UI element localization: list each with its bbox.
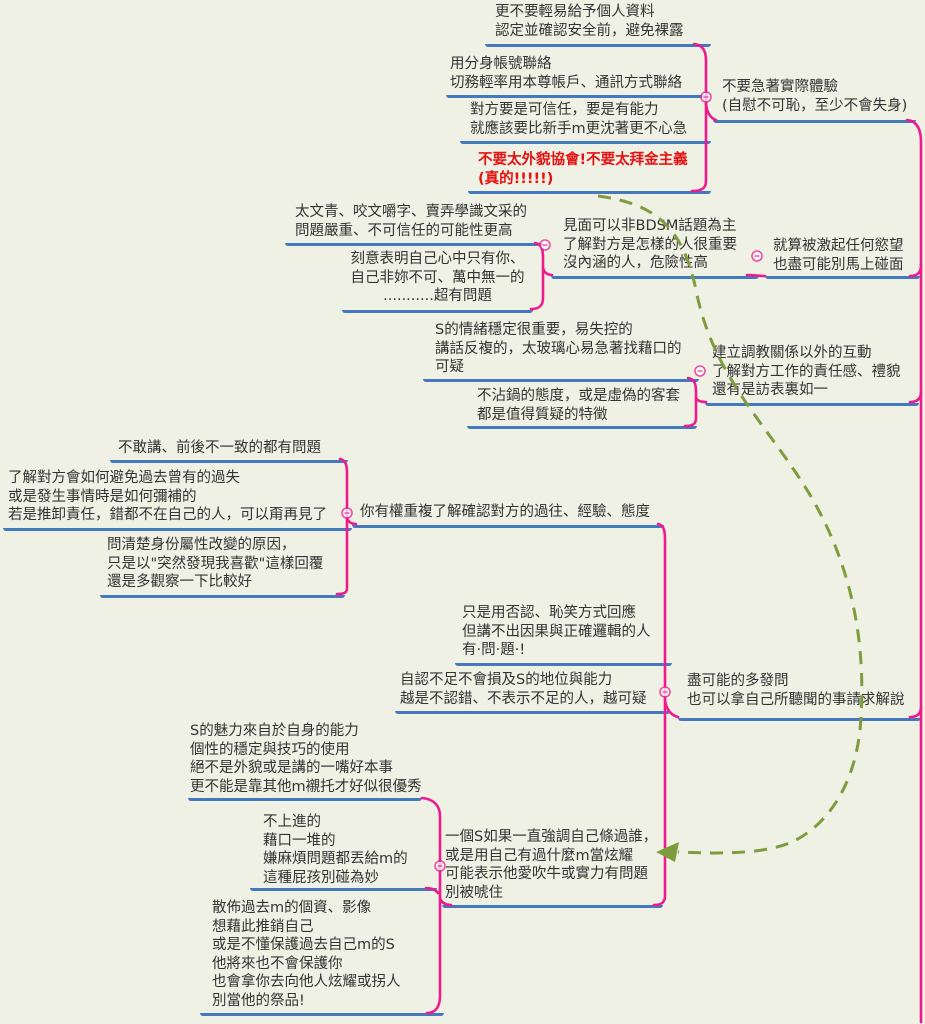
topic-emotional-stability[interactable]: S的情緒穩定很重要，易失控的 講話反複的，太玻璃心易急著找藉口的 可疑 — [423, 321, 699, 382]
topic-identity-change[interactable]: 問清楚身份屬性改變的原因， 只是以"突然發現我喜歡"這樣回覆 還是多觀察一下比較… — [100, 536, 345, 598]
topic-no-rush-experience[interactable]: 不要急著實際體驗 (自慰不可恥，至少不會失身) — [713, 78, 916, 123]
topic-denial-mockery[interactable]: 只是用否認、恥笑方式回應 但講不出因果與正確邏輯的人 有·問·題·! — [455, 604, 672, 666]
topic-admit-shortcomings[interactable]: 自認不足不會損及S的地位與能力 越是不認錯、不表示不足的人，越可疑 — [395, 671, 670, 714]
topic-bragging-s[interactable]: 一個S如果一直強調自己條過誰， 或是用自己有過什麼m當炫耀 可能表示他愛吹牛或實… — [442, 828, 663, 908]
topic-no-personal-info[interactable]: 更不要輕易給予個人資料 認定並確認安全前，避免裸露 — [485, 3, 711, 47]
topic-meet-non-bdsm[interactable]: 見面可以非BDSM話題為主 了解對方是怎樣的人很重要 沒內涵的人，危險性高 — [551, 217, 759, 279]
topic-alt-account[interactable]: 用分身帳號聯絡 切務輕率用本尊帳戶、通訊方式聯絡 — [446, 55, 705, 98]
topic-unmotivated[interactable]: 不上進的 藉口一堆的 嫌麻煩問題都丟給m的 這種屁孩別碰為妙 — [250, 813, 437, 891]
topic-ask-questions[interactable]: 盡可能的多發問 也可以拿自己所聽聞的事請求解說 — [678, 672, 921, 721]
topic-charm-from-ability[interactable]: S的魅力來自於自身的能力 個性的穩定與技巧的使用 絕不是外貌或是講的一嘴好本事 … — [188, 722, 422, 801]
topic-no-instant-meet[interactable]: 就算被激起任何慾望 也盡可能別馬上碰面 — [765, 237, 920, 279]
topic-trustworthy-patient[interactable]: 對方要是可信任，要是有能力 就應該要比新手m更沈著更不心急 — [460, 101, 711, 144]
topic-inconsistent-statements[interactable]: 不敢講、前後不一致的都有問題 — [110, 439, 348, 463]
topic-only-you-claims[interactable]: 刻意表明自己心中只有你、 自己非妳不可、萬中無一的 ...........超有問… — [342, 250, 533, 313]
topic-literary-pretense[interactable]: 太文青、咬文嚼字、賣弄學識文采的 問題嚴重、不可信任的可能性更高 — [285, 203, 543, 246]
topic-insincere-courtesy[interactable]: 不沾鍋的態度，或是虛偽的客套 都是值得質疑的特徵 — [467, 387, 697, 429]
topic-right-to-verify[interactable]: 你有權重複了解確認對方的過往、經驗、態度 — [352, 503, 664, 528]
topic-past-mistakes[interactable]: 了解對方會如何避免過去曾有的過失 或是發生事情時是如何彌補的 若是推卸責任，錯都… — [3, 469, 352, 531]
topic-spread-privacy[interactable]: 散佈過去m的個資、影像 想藉此推銷自己 或是不懂保護過去自己m的S 他將來也不會… — [200, 899, 444, 1016]
topic-not-superficial[interactable]: 不要太外貌協會!不要太拜金主義 (真的!!!!!) — [468, 151, 711, 194]
topic-interaction-beyond[interactable]: 建立調教關係以外的互動 了解對方工作的責任感、禮貌 還有是訪表裏如一 — [705, 344, 919, 406]
